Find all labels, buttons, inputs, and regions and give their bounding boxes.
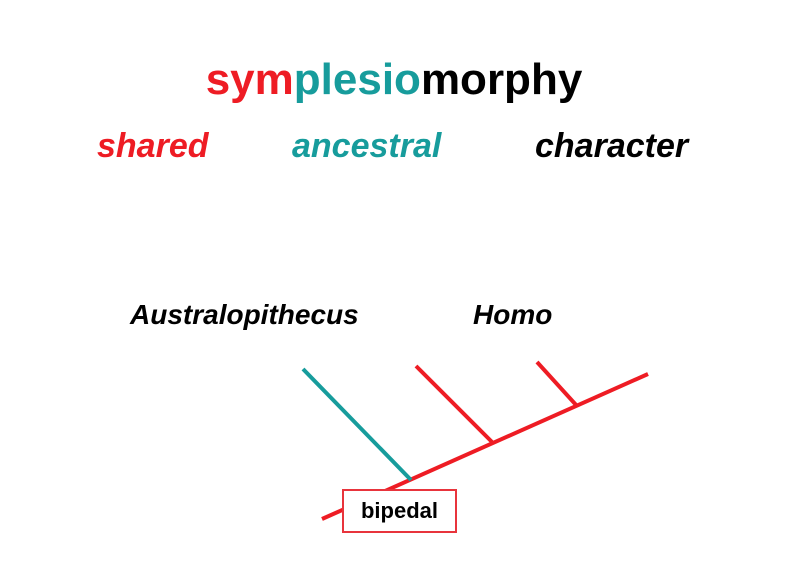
branch-australopithecus [301,367,413,482]
meaning-shared: shared [97,127,209,165]
taxon-label-homo: Homo [473,299,553,330]
branch-homo [535,360,579,408]
title-root-plesio: plesio [293,55,421,104]
meaning-character: character [535,127,689,165]
title-prefix-sym: sym [205,55,294,104]
taxon-label-australopithecus: Australopithecus [130,299,359,330]
meaning-ancestral: ancestral [292,127,442,165]
term-title: symplesiomorphy [0,52,788,108]
title-suffix-morphy: morphy [420,55,583,104]
branch-middle [414,364,494,444]
trait-box-bipedal: bipedal [342,489,457,533]
trait-label: bipedal [360,498,438,523]
